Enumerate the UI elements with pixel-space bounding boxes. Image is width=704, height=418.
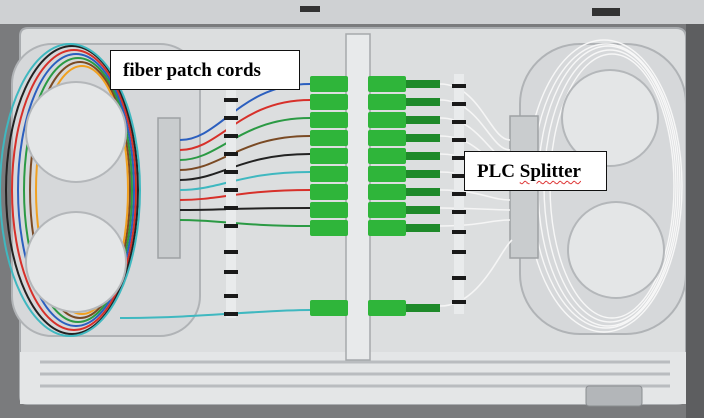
left-fiber-coil <box>0 43 141 337</box>
sc-adapter <box>310 166 440 182</box>
sc-adapter <box>310 202 440 218</box>
cabinet-top-slot-right <box>592 8 620 16</box>
sc-adapter <box>310 94 440 110</box>
fiber-patch-cords-text: fiber patch cords <box>123 60 261 81</box>
sc-adapter <box>310 184 440 200</box>
sc-adapter <box>310 148 440 164</box>
plc-prefix-text: PLC <box>477 161 520 182</box>
left-lower-spool <box>25 211 127 313</box>
sc-adapter <box>310 76 440 92</box>
left-fiber-clips <box>224 88 238 318</box>
hinge-plate <box>585 385 643 407</box>
tray-rim-bottom <box>20 352 686 404</box>
cabinet-top-slot-left <box>300 6 320 12</box>
left-upper-spool <box>25 81 127 183</box>
cabinet-right-edge <box>686 24 704 418</box>
sc-adapter <box>310 112 440 128</box>
right-fiber-clips <box>452 74 466 314</box>
right-lower-spool <box>567 201 665 299</box>
fiber-patch-cords-label: fiber patch cords <box>110 50 300 90</box>
sc-adapter-stack <box>310 76 440 316</box>
plc-splitter-text: Splitter <box>519 161 581 182</box>
left-splice-holder <box>157 117 181 259</box>
center-bracket <box>345 33 371 361</box>
plc-splitter-label: PLC Splitter <box>464 151 607 191</box>
sc-adapter <box>310 220 440 236</box>
sc-adapter-lower <box>310 300 440 316</box>
sc-adapter <box>310 130 440 146</box>
right-upper-spool <box>561 69 659 167</box>
cabinet-top-edge <box>0 0 704 24</box>
